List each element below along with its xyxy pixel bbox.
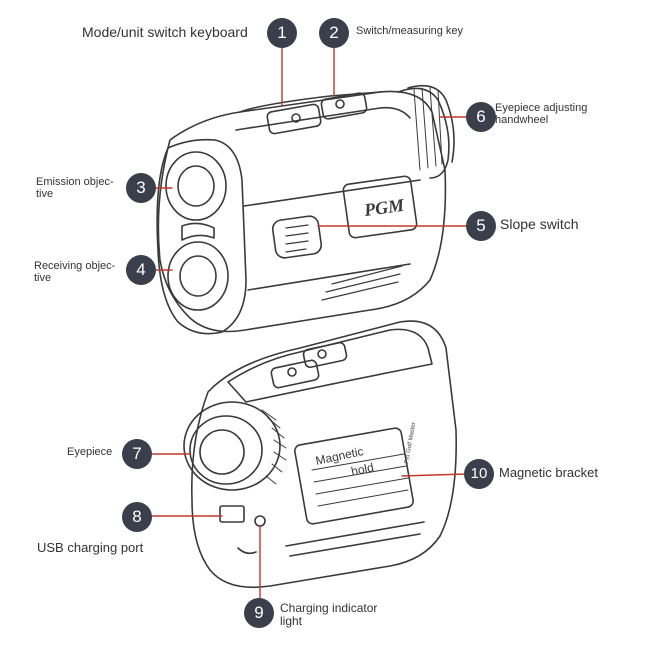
label-handwheel-line1: Eyepiece adjusting <box>495 102 588 114</box>
leader-lines <box>151 47 467 599</box>
rangefinder-rear-view <box>183 320 457 589</box>
label-mode-unit-switch-keyboard: Mode/unit switch keyboard <box>82 24 248 40</box>
label-emission-line2: tive <box>36 188 54 201</box>
label-emission-line1: Emission objec- <box>36 176 114 188</box>
label-emission-objective: Emission objec- tive <box>36 176 114 200</box>
label-eyepiece-adjusting-handwheel: Eyepiece adjusting handwheel <box>495 102 587 126</box>
callout-badge-3: 3 <box>126 173 156 203</box>
label-charging-indicator-light: Charging indicator light <box>280 601 378 629</box>
brand-logo-text: PGM <box>362 195 406 221</box>
label-receiving-objective: Receiving objec- tive <box>34 260 115 284</box>
callout-badge-1: 1 <box>267 18 297 48</box>
callout-badge-4: 4 <box>126 255 156 285</box>
label-receiving-line1: Receiving objec- <box>34 260 116 272</box>
callout-badge-10: 10 <box>464 459 494 489</box>
rangefinder-front-view <box>156 84 455 335</box>
callout-badge-5: 5 <box>466 211 496 241</box>
label-handwheel-line2: handwheel <box>495 114 549 127</box>
callout-badge-8: 8 <box>122 502 152 532</box>
label-slope-switch: Slope switch <box>500 216 579 232</box>
label-receiving-line2: tive <box>34 272 52 285</box>
side-model-text: Pro Golf Master <box>404 422 417 464</box>
label-indicator-line1: Charging indicator <box>280 601 378 615</box>
label-indicator-line2: light <box>280 614 303 629</box>
callout-badge-2: 2 <box>319 18 349 48</box>
callout-badge-9: 9 <box>244 598 274 628</box>
label-usb-charging-port: USB charging port <box>37 540 144 555</box>
callout-badge-6: 6 <box>466 102 496 132</box>
label-switch-measuring-key: Switch/measuring key <box>356 25 463 37</box>
label-magnetic-bracket: Magnetic bracket <box>499 465 598 480</box>
panel-text-hold: hold <box>350 460 375 478</box>
callout-badge-7: 7 <box>122 439 152 469</box>
label-eyepiece: Eyepiece <box>67 446 113 458</box>
